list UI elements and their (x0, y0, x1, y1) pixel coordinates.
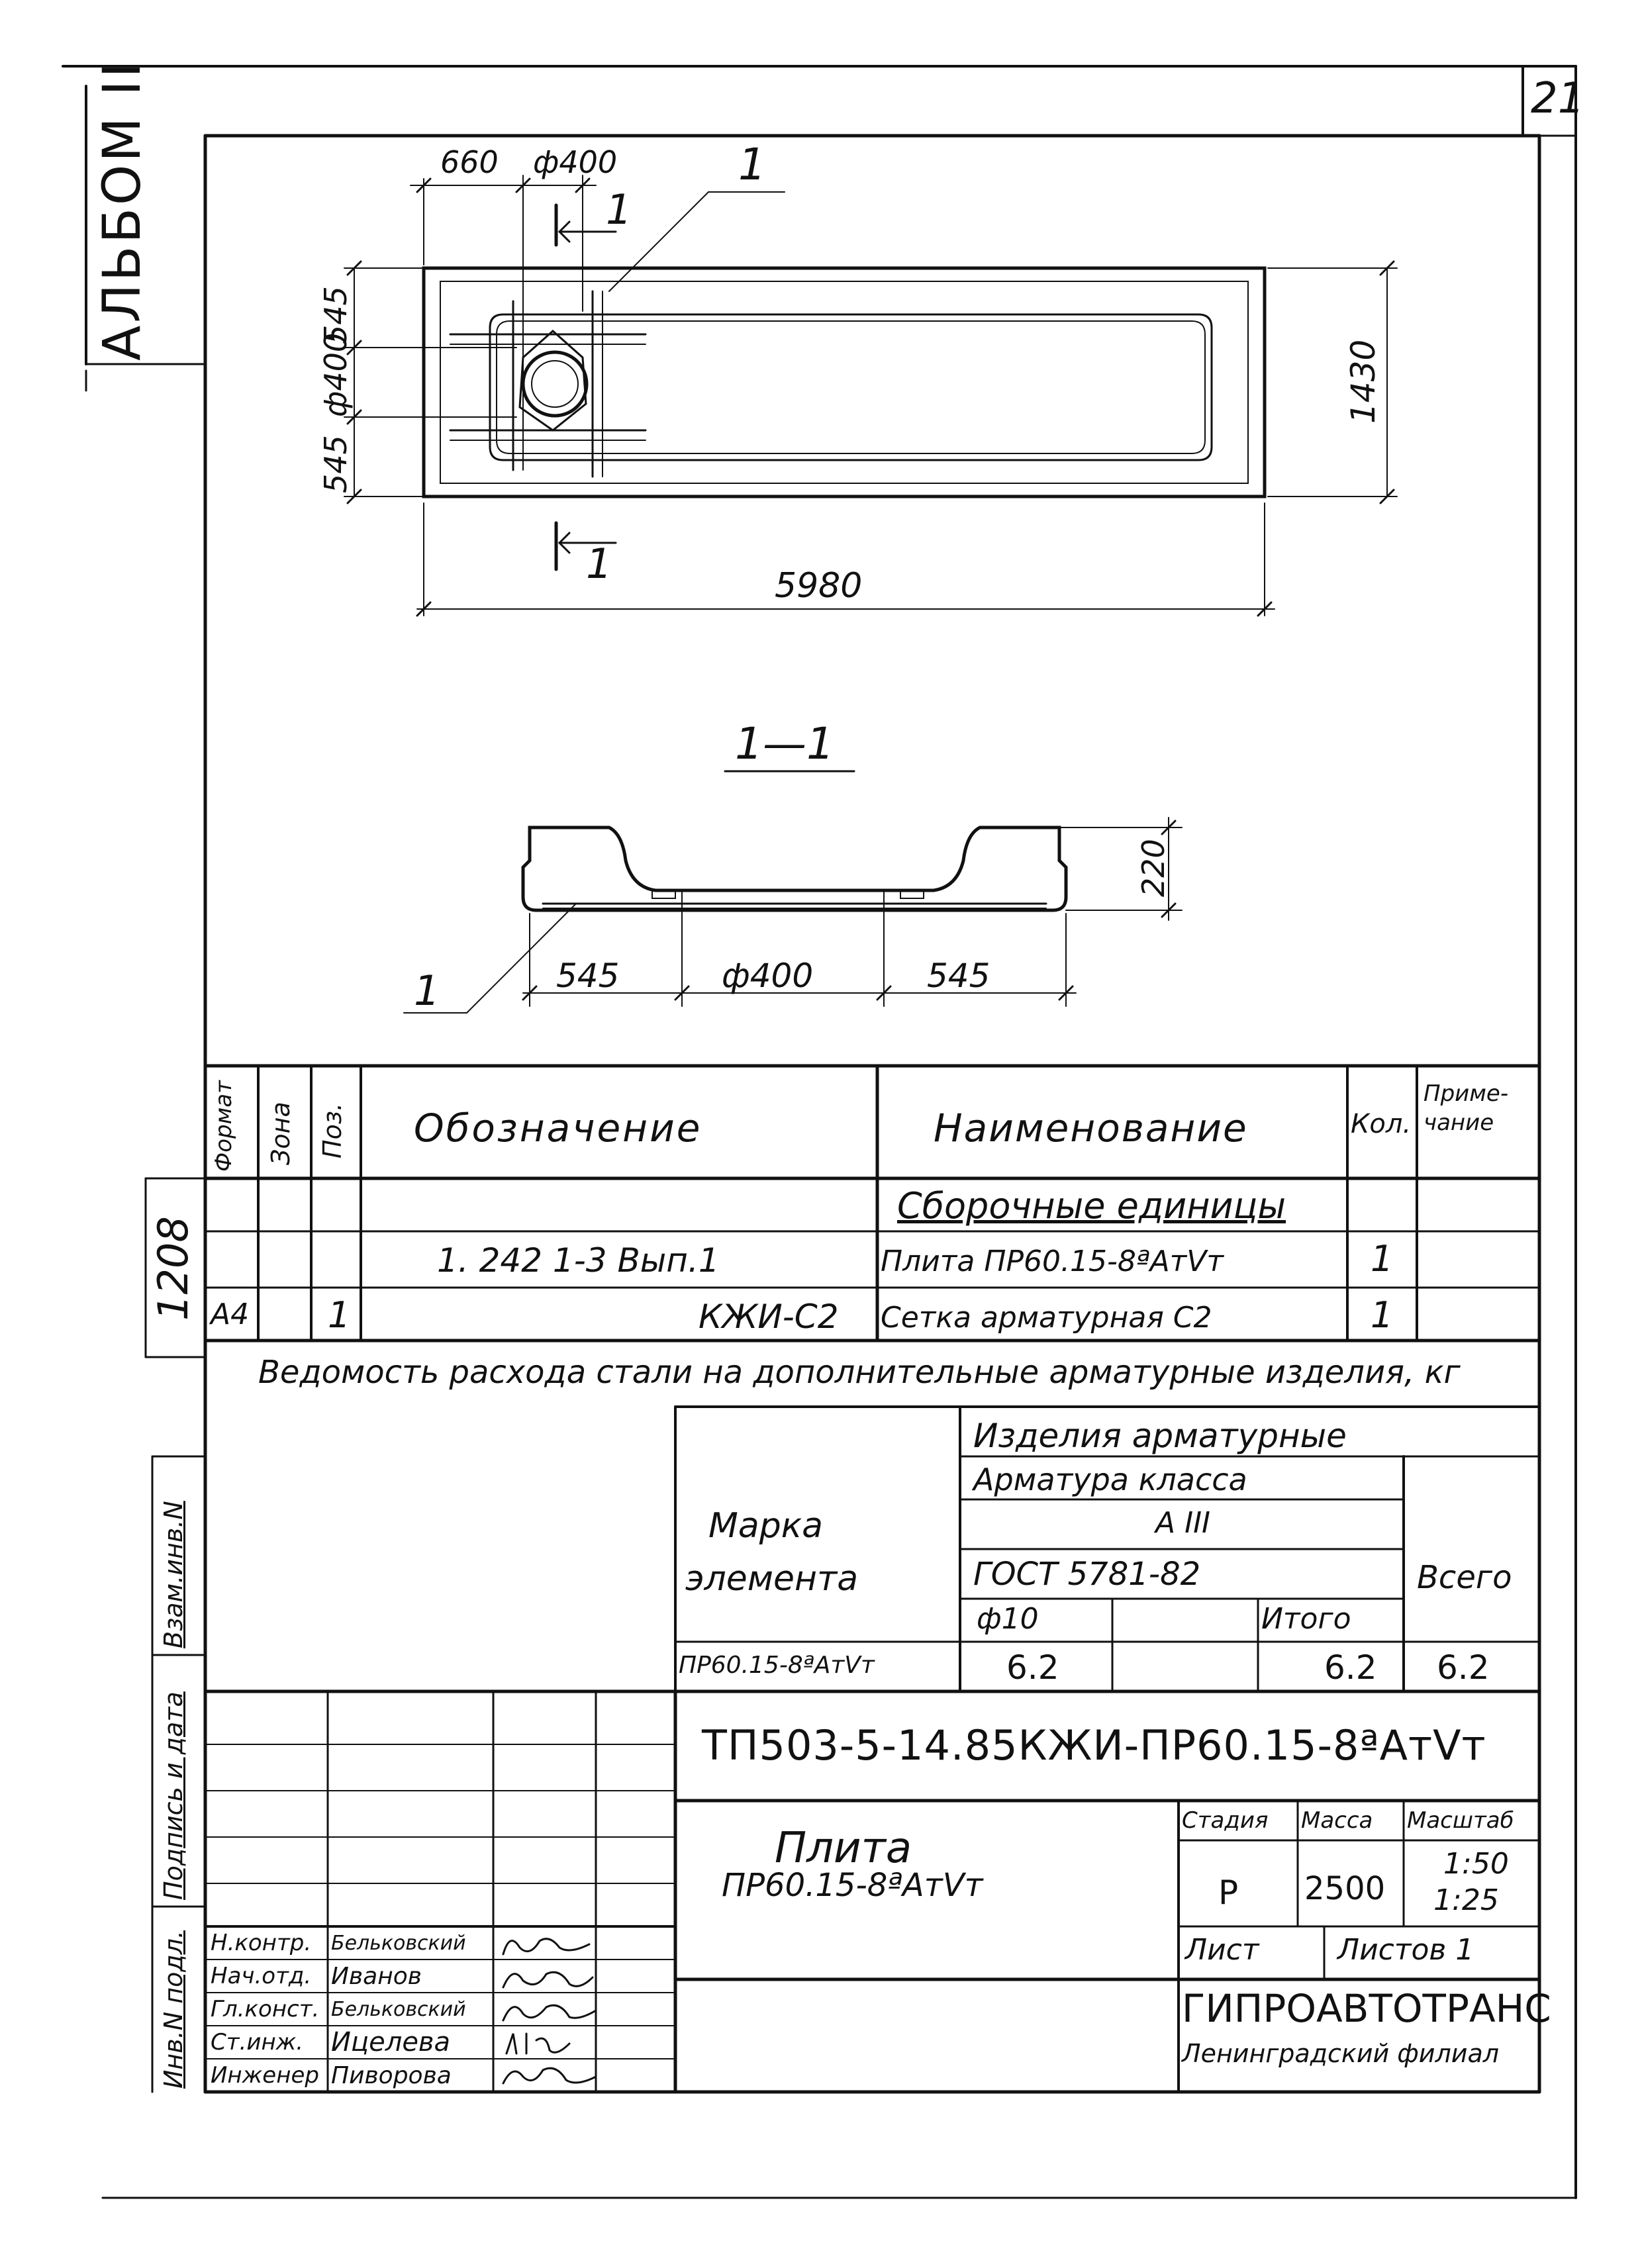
spec-header-pos: Поз. (318, 1102, 347, 1158)
spec-header-name: Наименование (934, 1106, 1248, 1151)
spec-row-2-qty: 1 (1371, 1294, 1394, 1336)
plan-callout-1: 1 (738, 139, 766, 190)
role-1: Н.контр. (211, 1930, 312, 1956)
role-name-5: Пиворова (331, 2062, 452, 2089)
steel-mark-header-1: Марка (708, 1506, 824, 1546)
page-number: 21 (1531, 74, 1585, 123)
strip-inv-podl: Инв.N подл. (159, 1930, 188, 2089)
steel-row-total: 6.2 (1437, 1648, 1490, 1687)
title-block-scale-label: Масштаб (1407, 1807, 1514, 1834)
title-block-sheets-label: Листов 1 (1337, 1933, 1474, 1967)
steel-row-mark: ПР60.15-8ªАтVт (679, 1652, 875, 1679)
role-name-1: Бельковский (331, 1932, 466, 1955)
strip-sign-date: Подпись и дата (159, 1691, 188, 1900)
title-block-stage: Р (1218, 1873, 1239, 1912)
title-block-scale-2: 1:25 (1433, 1883, 1499, 1917)
role-name-2: Иванов (331, 1963, 422, 1990)
section-callout-1: 1 (414, 967, 440, 1015)
role-3: Гл.конст. (211, 1996, 320, 2022)
plan-dim-660: 660 (440, 144, 499, 180)
strip-vz-inv: Взам.инв.N (159, 1501, 188, 1648)
title-block-name-2: ПР60.15-8ªАтVт (722, 1867, 983, 1904)
role-5: Инженер (211, 2062, 319, 2089)
title-block-sheet-label: Лист (1185, 1933, 1259, 1967)
section-dim-d400: ф400 (722, 957, 814, 995)
title-block-scale-1: 1:50 (1443, 1847, 1509, 1881)
role-name-3: Бельковский (331, 1998, 466, 2021)
title-block-org-1: ГИПРОАВТОТРАНС (1182, 1986, 1551, 2031)
section-title: 1—1 (735, 718, 834, 769)
role-4: Ст.инж. (211, 2029, 304, 2055)
spec-row-1-name: Плита ПР60.15-8ªАтVт (881, 1245, 1224, 1278)
side-number: 1208 (149, 1216, 197, 1321)
plan-dim-545-a: 545 (318, 286, 354, 344)
role-name-4: Ицелева (331, 2027, 451, 2057)
spec-header-note: Приме-чание (1424, 1080, 1509, 1136)
steel-itogo: Итого (1261, 1602, 1351, 1636)
plan-cut-mark-bottom: 1 (586, 540, 612, 588)
spec-header-qty: Кол. (1351, 1109, 1412, 1139)
steel-d10: ф10 (977, 1602, 1039, 1636)
role-2: Нач.отд. (211, 1963, 312, 1989)
title-block-mass-label: Масса (1301, 1807, 1373, 1834)
steel-total-header: Всего (1417, 1559, 1512, 1596)
spec-header-designation: Обозначение (414, 1106, 702, 1151)
spec-row-2-format: А4 (211, 1298, 250, 1331)
title-block-code: ТП503-5-14.85КЖИ-ПР60.15-8ªАтVт (702, 1721, 1486, 1770)
steel-products: Изделия арматурные (973, 1417, 1347, 1455)
steel-row-d10: 6.2 (1006, 1648, 1059, 1687)
plan-dim-545-b: 545 (318, 435, 354, 493)
title-block-stage-label: Стадия (1182, 1807, 1269, 1834)
section-dim-545-right: 545 (927, 957, 990, 995)
spec-section-title: Сборочные единицы (897, 1185, 1286, 1227)
plan-dim-5980: 5980 (775, 566, 863, 606)
section-dim-220: 220 (1135, 839, 1171, 897)
signatures (502, 1938, 597, 2085)
album-label: АЛЬБОМ II (93, 60, 152, 361)
plan-dim-d400-side: ф400 (318, 332, 354, 417)
spec-row-2-name: Сетка арматурная С2 (881, 1301, 1212, 1335)
title-block-name-1: Плита (775, 1824, 912, 1873)
plan-dim-d400-top: ф400 (533, 144, 618, 180)
spec-header-format: Формат (211, 1080, 237, 1172)
spec-row-1-designation: 1. 242 1-3 Вып.1 (437, 1241, 720, 1280)
steel-gost: ГОСТ 5781-82 (973, 1556, 1201, 1593)
spec-row-2-pos: 1 (328, 1294, 351, 1336)
plan-cut-mark-top: 1 (606, 185, 632, 234)
title-block-org-2: Ленинградский филиал (1182, 2039, 1500, 2068)
title-block-mass: 2500 (1304, 1870, 1386, 1907)
section-dim-545-left: 545 (556, 957, 620, 995)
steel-reinf-class: Арматура класса (973, 1462, 1247, 1497)
steel-title: Ведомость расхода стали на дополнительны… (258, 1354, 1461, 1391)
steel-class-value: А III (1155, 1506, 1211, 1540)
spec-row-2-designation: КЖИ-С2 (699, 1298, 839, 1336)
steel-row-itogo: 6.2 (1324, 1648, 1377, 1687)
spec-row-1-qty: 1 (1371, 1238, 1394, 1280)
steel-mark-header-2: элемента (685, 1559, 859, 1599)
plan-dim-1430: 1430 (1344, 339, 1382, 424)
spec-header-zone: Зона (266, 1102, 295, 1165)
